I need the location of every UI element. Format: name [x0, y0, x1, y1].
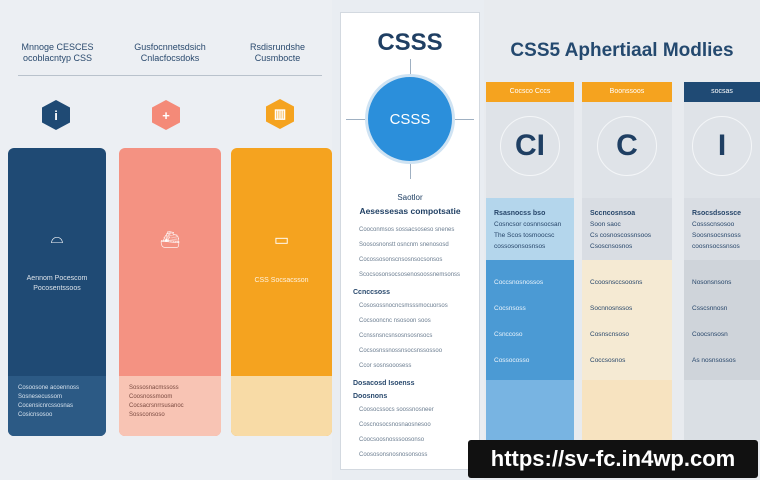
list-item: Coscnosocsnosnaosnesoo — [359, 422, 431, 428]
middle-title: CSSS — [377, 29, 443, 56]
monitor-icon: ▭ — [273, 232, 290, 249]
section-body: Soon saoc Cs cosnoscossnsoos Csoscnsosno… — [590, 221, 652, 250]
list-item: Soososnonstt osncnm snenososd — [359, 242, 449, 248]
middle-panel: CSSS CSSS Saotlor Aesessesas compotsatie… — [340, 12, 480, 470]
section-body: Cossscnsosoo Soosnsocsnsoss coosnsocssns… — [692, 221, 741, 250]
section-body: Nosonsnsons Csscsnnosn Coocsnsosn As nos… — [684, 260, 760, 380]
card-footer — [231, 376, 332, 436]
right-panel: CSS5 Aphertiaal Modlies Cocsco Cccs CI R… — [484, 0, 760, 480]
column-header: Cocsco Cccs — [486, 82, 574, 102]
info-hex-icon: i — [42, 100, 70, 130]
module-glyph: C — [597, 116, 657, 176]
plus-hex-icon: + — [152, 100, 180, 130]
section-title: Sccncosnsoa — [590, 210, 636, 217]
section-fill — [486, 380, 574, 440]
section-heading: Doosnons — [353, 393, 388, 400]
list-item: Cooconmsos sossacsoseso snenes — [359, 227, 455, 233]
list-item: Coosocssocs soossnosneer — [359, 407, 434, 413]
section-body: Coccsnosnossos Cocsnsoss Csnccoso Cossoc… — [486, 260, 574, 380]
card-text: CSS Socsacsson — [254, 277, 309, 284]
section-body: Cosncsor cosnnsocsan The Scos tosmoocsc … — [494, 221, 562, 250]
right-title: CSS5 Aphertiaal Modlies — [510, 40, 734, 61]
columns-hex-icon: ▥ — [266, 99, 294, 129]
middle-subtitle: Saotlor — [397, 193, 423, 202]
list-item: Scocsosonsocsosenosoossnemsonss — [359, 272, 461, 278]
card-footer: Sossosnacmssoss Coosnossmoom Cocsacrsnrr… — [119, 376, 221, 436]
card-text: Aennom Pocescom Pocosentssoos — [26, 275, 88, 292]
header-text-2: Gusfocnnetsdsich Cnlacfocsdoks — [134, 42, 206, 63]
ship-icon: ⛴ — [159, 232, 181, 249]
section-heading: Ccnccsoss — [353, 289, 390, 296]
card-2[interactable]: ⛴ Sossosnacmssoss Coosnossmoom Cocsacrsn… — [119, 148, 221, 436]
list-item: Cososossnocncsmsssmocuorsos — [359, 303, 448, 309]
section-title: Rsasnocss bso — [494, 210, 546, 217]
column-header: socsas — [684, 82, 760, 102]
card-1[interactable]: ⌓ Aennom Pocescom Pocosentssoos Cosooson… — [8, 148, 106, 436]
list-item: Cocossosonscnsosnsocsonsos — [359, 257, 443, 263]
list-item: Ccnssnsncsnsosnsosnsocs — [359, 333, 433, 339]
list-item: Coocsoosnosssoosonso — [359, 437, 425, 443]
left-panel: Mnnoge CESCES ocoblacntyp CSS Gusfocnnet… — [0, 0, 332, 480]
header-text-3: Rsdisrundshe Cusmbocte — [249, 42, 306, 63]
list-item: Cocsooncnc nsosoon soos — [359, 318, 431, 324]
circle-graphic: CSSS — [341, 57, 479, 187]
column-header: Boonssoos — [582, 82, 672, 102]
list-item: Ccor sosnsooosess — [359, 363, 412, 369]
list-item: Cocsosnssnossnsocsnssossoo — [359, 348, 443, 354]
section-body: Ccoosnsccsoosns Socnnosnssos Cosnscnsoso… — [582, 260, 672, 380]
book-icon: ⌓ — [50, 230, 64, 247]
css-circle-label: CSSS — [365, 74, 455, 164]
section-heading: Dosacosd Isoenss — [353, 380, 415, 387]
middle-heading: Aesessesas compotsatie — [359, 206, 461, 216]
section-fill — [684, 380, 760, 440]
module-glyph: CI — [500, 116, 560, 176]
card-footer: Cosoosone acoennoss Sosnesecussom Cocens… — [8, 376, 106, 436]
header-text-1: Mnnoge CESCES ocoblacntyp CSS — [21, 42, 94, 63]
module-glyph: I — [692, 116, 752, 176]
watermark-url: https://sv-fc.in4wp.com — [468, 440, 758, 478]
divider — [18, 75, 322, 76]
list-item: Coososonsnosnosonsoss — [359, 452, 428, 458]
card-3[interactable]: ▭ CSS Socsacsson — [231, 148, 332, 436]
section-fill — [582, 380, 672, 440]
section-title: Rsocsdsossce — [692, 210, 742, 217]
